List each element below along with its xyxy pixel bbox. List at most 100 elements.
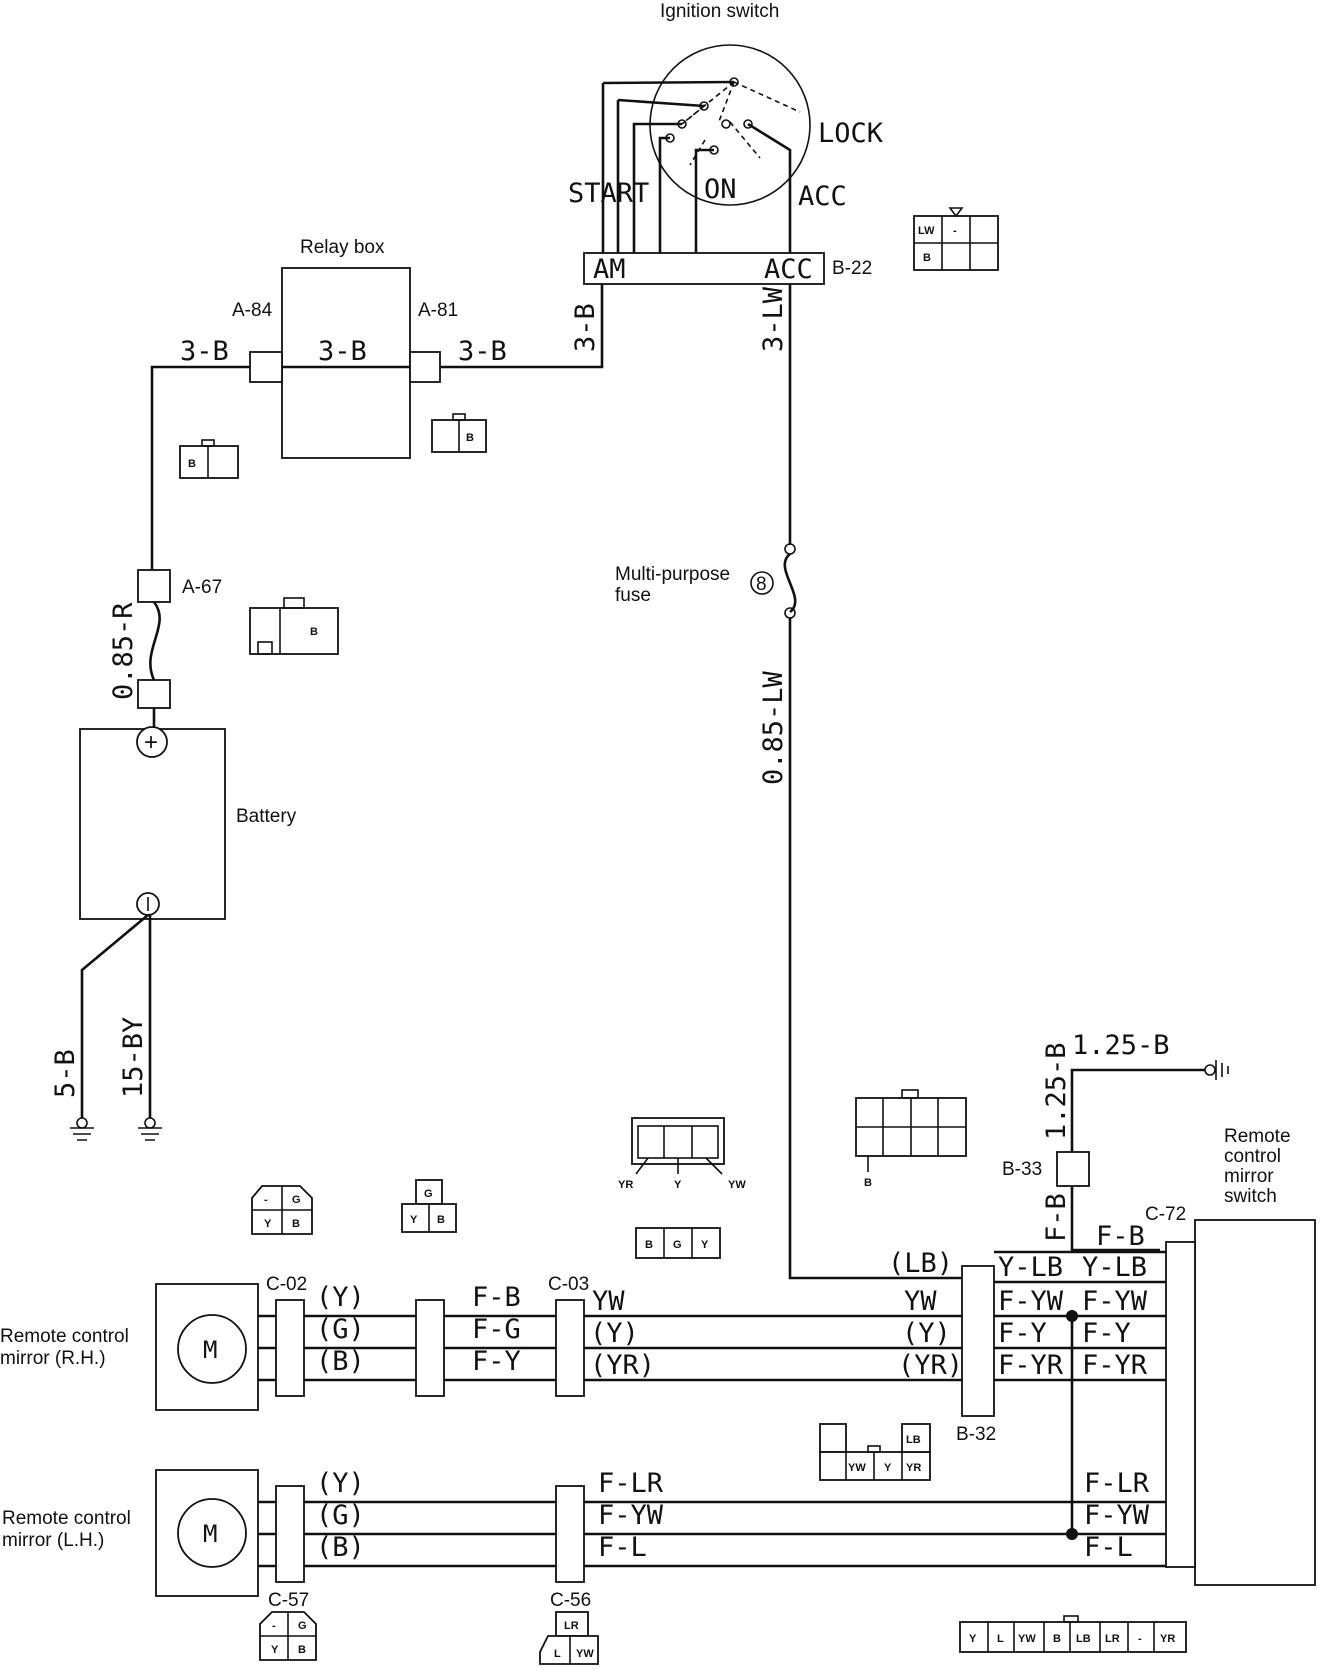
ignition-switch-wires [601,80,792,253]
b32-lower-connector-face: LB YW Y YR [819,1423,931,1481]
wire-label: F-G [472,1314,521,1345]
pin-label: Y [969,1633,977,1645]
pin-label: B [645,1239,653,1251]
ignition-switch: Ignition switch START ON ACC LOCK AM ACC… [568,1,884,285]
wire-label: 3-LW [758,286,789,352]
battery-label: Battery [236,806,297,827]
pin-label: YW [848,1462,866,1474]
wire-label: 1.25-B [1072,1030,1170,1061]
pin-label: B [298,1644,306,1656]
mirror-lh-label-line2: mirror (L.H.) [2,1530,104,1551]
b33-label: B-33 [1002,1159,1042,1180]
plus-sign: + [144,729,158,756]
mirror-lh-label-line1: Remote control [2,1508,131,1529]
wire-label: F-Y [1082,1318,1131,1349]
mirror-rh-label-line1: Remote control [0,1326,129,1347]
wire-label: Y-LB [1082,1252,1147,1283]
wire-label: F-YW [1084,1500,1150,1531]
c02-label: C-02 [266,1274,307,1295]
c02-connector [275,1299,305,1397]
motor-rh [177,1314,247,1384]
wire-label: YW [904,1286,937,1317]
mirror-rh-label-line2: mirror (R.H.) [0,1348,106,1369]
b32-connector-face: B G Y [635,1227,721,1259]
wire-label: 3-B [318,336,367,367]
wire-label: F-YW [598,1500,664,1531]
lock-label: LOCK [818,118,884,149]
fusible-link [149,601,161,681]
main-feed-wire [150,284,604,570]
switch-label-line2: control [1224,1146,1281,1167]
battery-terminal-connector [137,679,171,709]
a81-connector-face: B [431,413,487,453]
rh-harness-wires [258,1250,1166,1382]
splice-point [1066,1310,1078,1322]
wire-label: (YR) [590,1350,655,1381]
motor-symbol: M [203,1336,217,1364]
pin-label: LR [564,1620,579,1632]
wire-label: (Y) [316,1468,365,1499]
pin-label: YW [1018,1633,1036,1645]
wire-label: 3-B [180,336,229,367]
b33-connector [1056,1151,1090,1187]
b32-label: B-32 [956,1424,996,1445]
pin-label: B [466,432,474,444]
wire-label: F-L [598,1532,647,1563]
pin-label: G [673,1239,682,1251]
acc-terminal-label: ACC [764,254,813,285]
a67-connector [137,569,171,603]
terminal-block-b22 [583,252,825,285]
pin-label: YW [728,1179,746,1191]
switch-label-line1: Remote [1224,1126,1291,1147]
wire-label: (LB) [888,1248,953,1279]
c56-label: C-56 [550,1590,591,1611]
wire-label: F-B [1096,1221,1145,1252]
pin-label: B [1053,1633,1061,1645]
wire-label: 0.85-R [108,602,139,700]
b33-connector-face: B [855,1089,967,1189]
motor-symbol: M [203,1520,217,1548]
wire-label: (G) [316,1314,365,1345]
pin-label: Y [264,1218,272,1230]
pin-label: - [264,1194,268,1206]
c72-label: C-72 [1145,1204,1186,1225]
a84-connector [249,351,283,383]
wire-label: 3-B [570,303,601,352]
wire-label: (G) [316,1500,365,1531]
wire-label: 5-B [50,1049,81,1098]
c72-connector-face: Y L YW B LB LR - YR [959,1615,1187,1653]
b22-connector-face: LW - B [913,207,999,271]
wire-label: (Y) [902,1318,951,1349]
wire-label: F-YR [1082,1350,1148,1381]
ignition-switch-contacts [681,81,801,166]
c03-label: C-03 [548,1274,589,1295]
ground-symbol-icon [138,1117,162,1141]
fuse-number: 8 [756,574,767,595]
pin-label: Y [674,1179,682,1191]
b22-label: B-22 [832,258,872,279]
c57-connector-face: - G Y B [259,1611,317,1661]
fuse-label-line1: Multi-purpose [615,564,730,585]
c72-connector [1165,1241,1196,1568]
pin-label: G [424,1188,433,1200]
pin-label: L [554,1648,561,1660]
contact-point [721,119,731,129]
wire-label: F-Y [472,1346,521,1377]
fuse-label-line2: fuse [615,585,651,606]
pin-label: B [864,1177,872,1189]
b32-pin-face: YR Y YW [618,1117,746,1191]
wire-label: F-B [1041,1193,1072,1242]
ignition-switch-title: Ignition switch [660,1,779,22]
mirror-rh: M Remote control mirror (R.H.) [0,1283,259,1411]
acc-feed-wire [788,284,962,1280]
a81-label: A-81 [418,300,458,321]
wire-label: (B) [316,1532,365,1563]
wire-label: 3-B [458,336,507,367]
pin-label: B [437,1214,445,1226]
battery: + Battery [79,726,297,920]
pin-label: YR [1160,1633,1175,1645]
ground-symbol-icon [1204,1060,1229,1080]
wire-label: F-LR [598,1468,664,1499]
remote-control-mirror-switch: C-72 Remote control mirror switch [1145,1126,1316,1586]
